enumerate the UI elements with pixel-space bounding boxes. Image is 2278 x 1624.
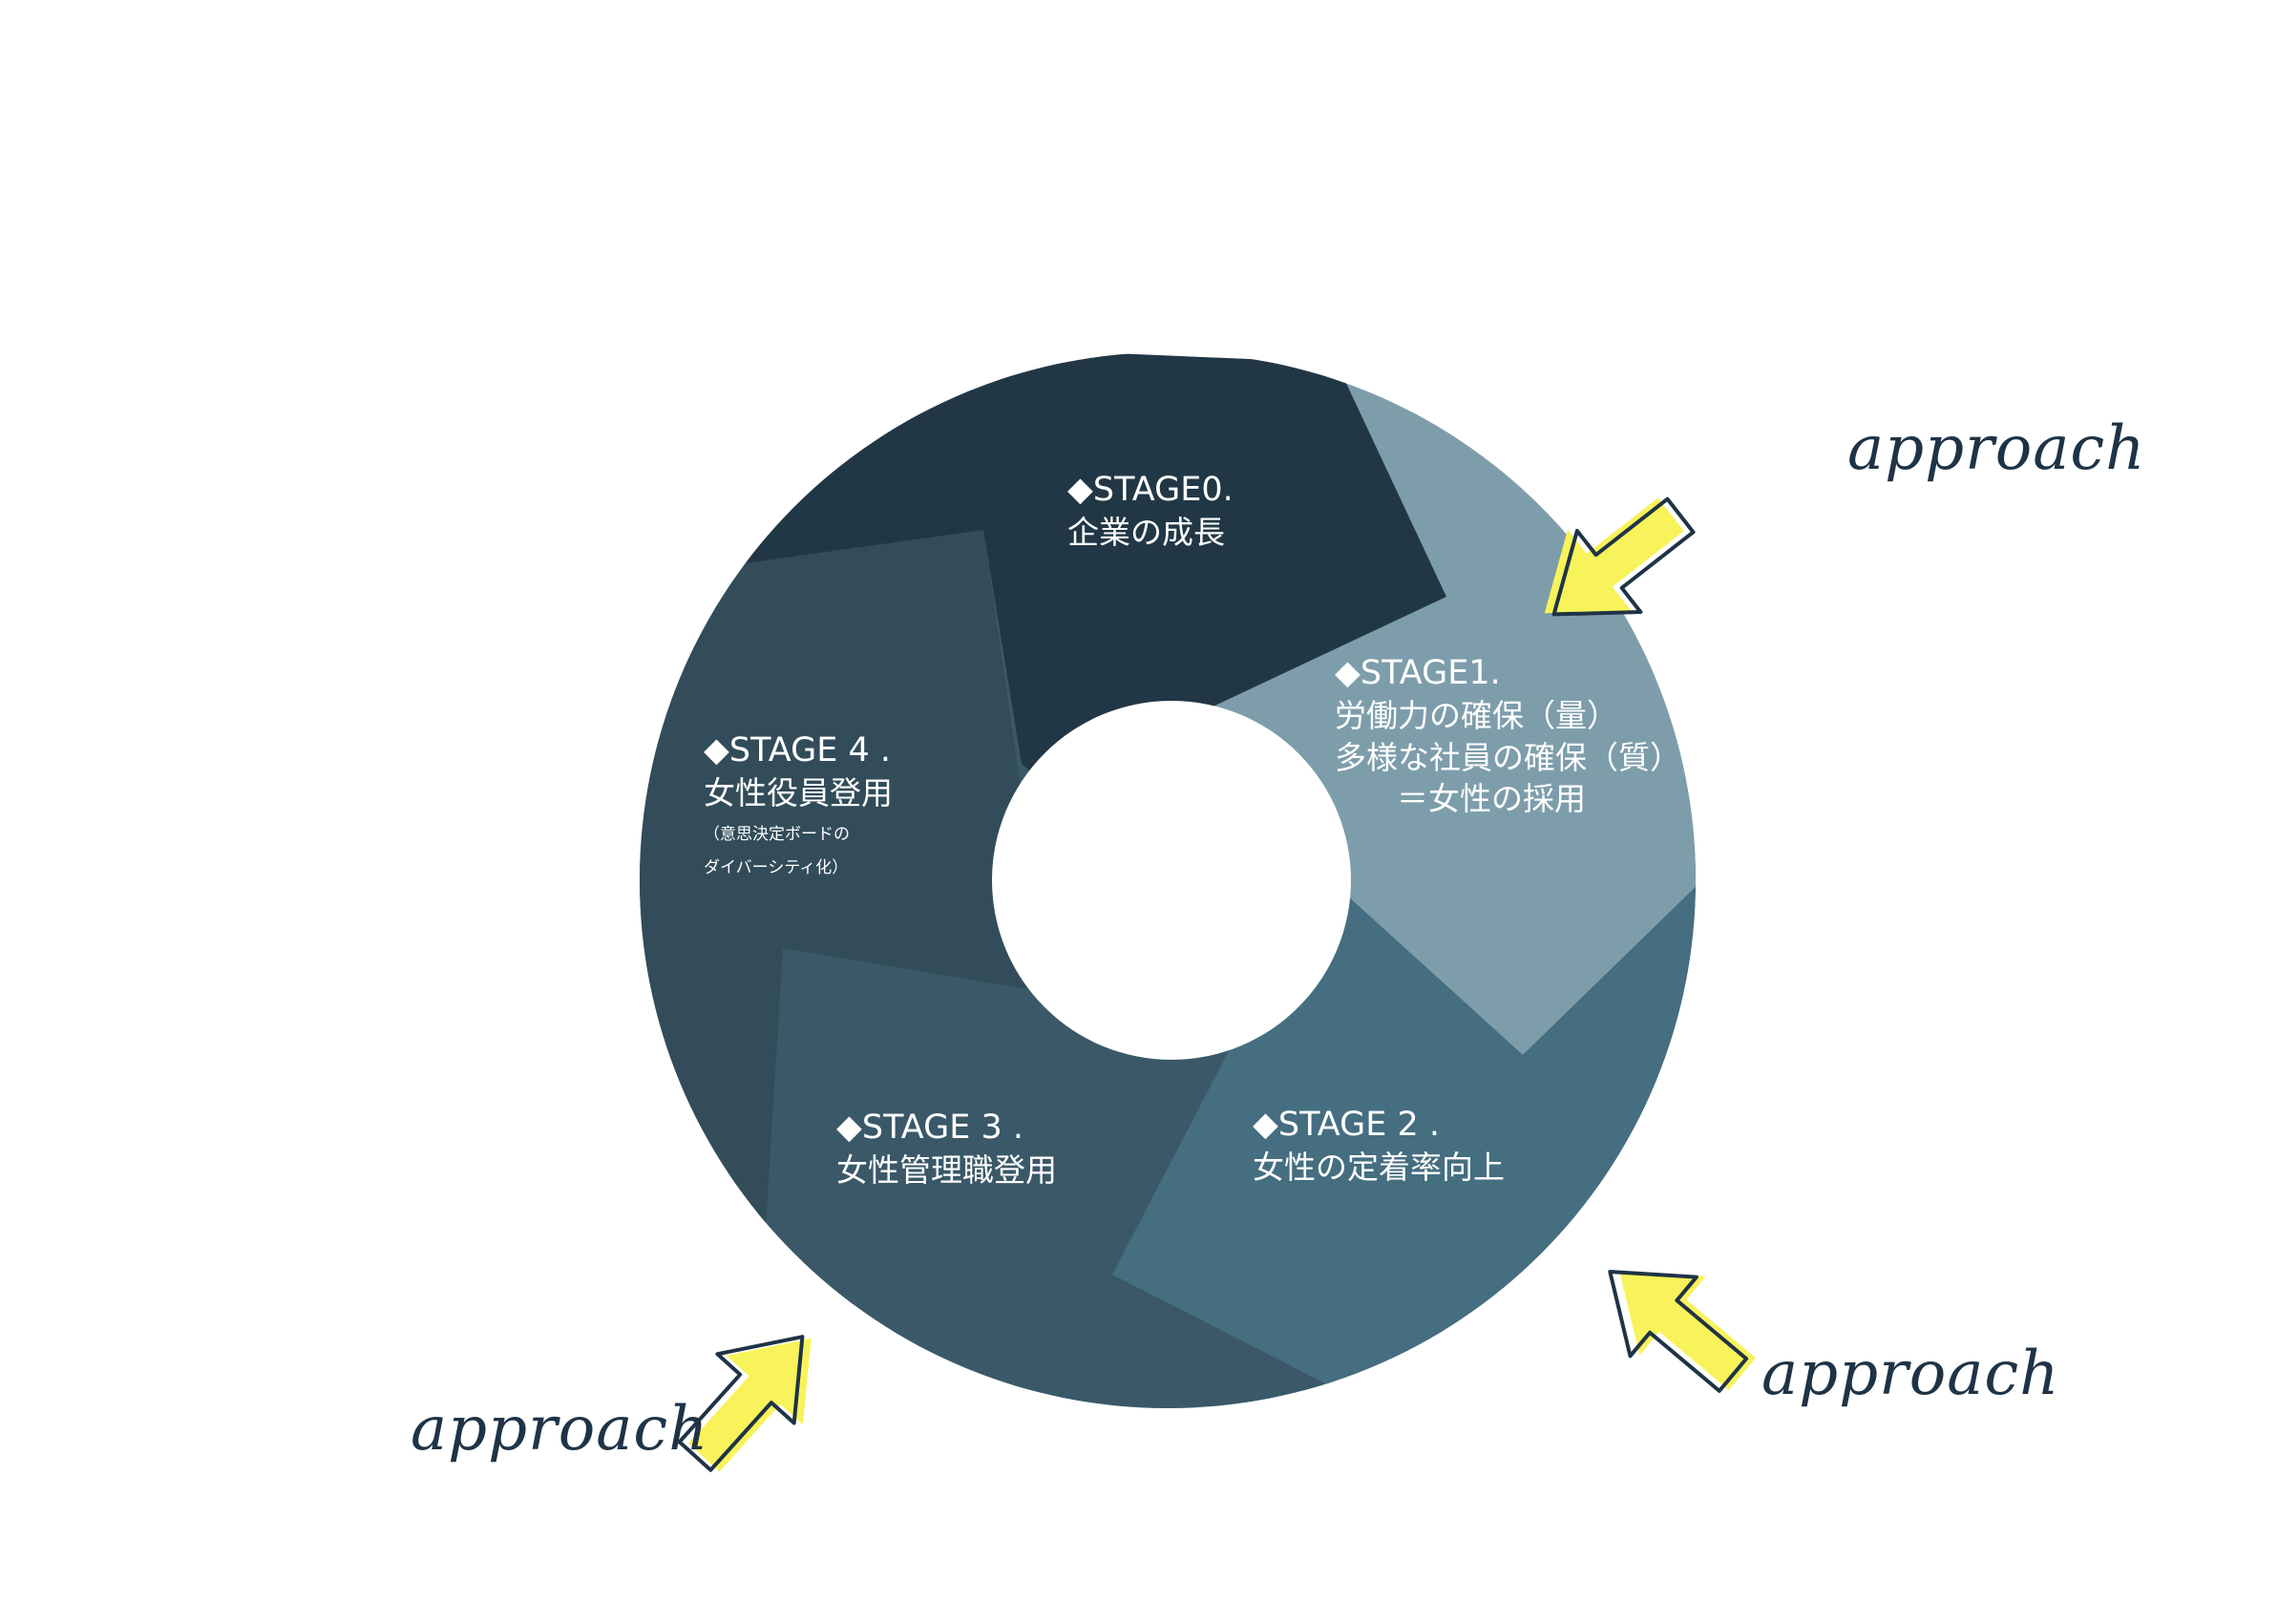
arrow-icon: [1608, 1270, 1757, 1393]
stage1-line: ＝女性の採用: [1397, 780, 1586, 818]
stage1-label: ◆STAGE1. 労働力の確保（量） 多様な社員の確保（質） ＝女性の採用: [1335, 651, 1681, 820]
approach-label: approach: [1847, 413, 2146, 484]
stage2-label: ◆STAGE 2 . 女性の定着率向上: [1253, 1103, 1505, 1189]
stage2-line: 女性の定着率向上: [1253, 1149, 1505, 1187]
stage2-title: ◆STAGE 2 .: [1253, 1106, 1441, 1144]
stage4-title: ◆STAGE 4 .: [704, 731, 892, 770]
stage4-line: 女性役員登用: [704, 774, 893, 812]
stage0-label: ◆STAGE0. 企業の成長: [1067, 468, 1234, 554]
stage3-title: ◆STAGE 3 .: [836, 1108, 1024, 1147]
approach-label: approach: [411, 1394, 709, 1465]
stage1-line: 労働力の確保（量）: [1335, 697, 1618, 735]
stage0-segment: [668, 352, 1446, 802]
stage3-label: ◆STAGE 3 . 女性管理職登用: [836, 1106, 1057, 1192]
stage1-line: 多様な社員の確保（質）: [1335, 738, 1681, 776]
stage4-note: ダイバーシティ化）: [704, 858, 849, 878]
stage4-label: ◆STAGE 4 . 女性役員登用 （意思決定ボードの ダイバーシティ化）: [704, 728, 893, 886]
stage4-note: （意思決定ボードの: [704, 824, 850, 844]
stage0-title: ◆STAGE0.: [1067, 471, 1234, 509]
stage1-title: ◆STAGE1.: [1335, 654, 1501, 692]
arrow-icon: [1544, 496, 1696, 617]
stage3-line: 女性管理職登用: [836, 1151, 1057, 1190]
approach-label: approach: [1761, 1339, 2060, 1409]
center-hole: [992, 701, 1351, 1060]
arrow-icon: [677, 1335, 812, 1472]
stage0-line: 企業の成長: [1067, 514, 1225, 552]
